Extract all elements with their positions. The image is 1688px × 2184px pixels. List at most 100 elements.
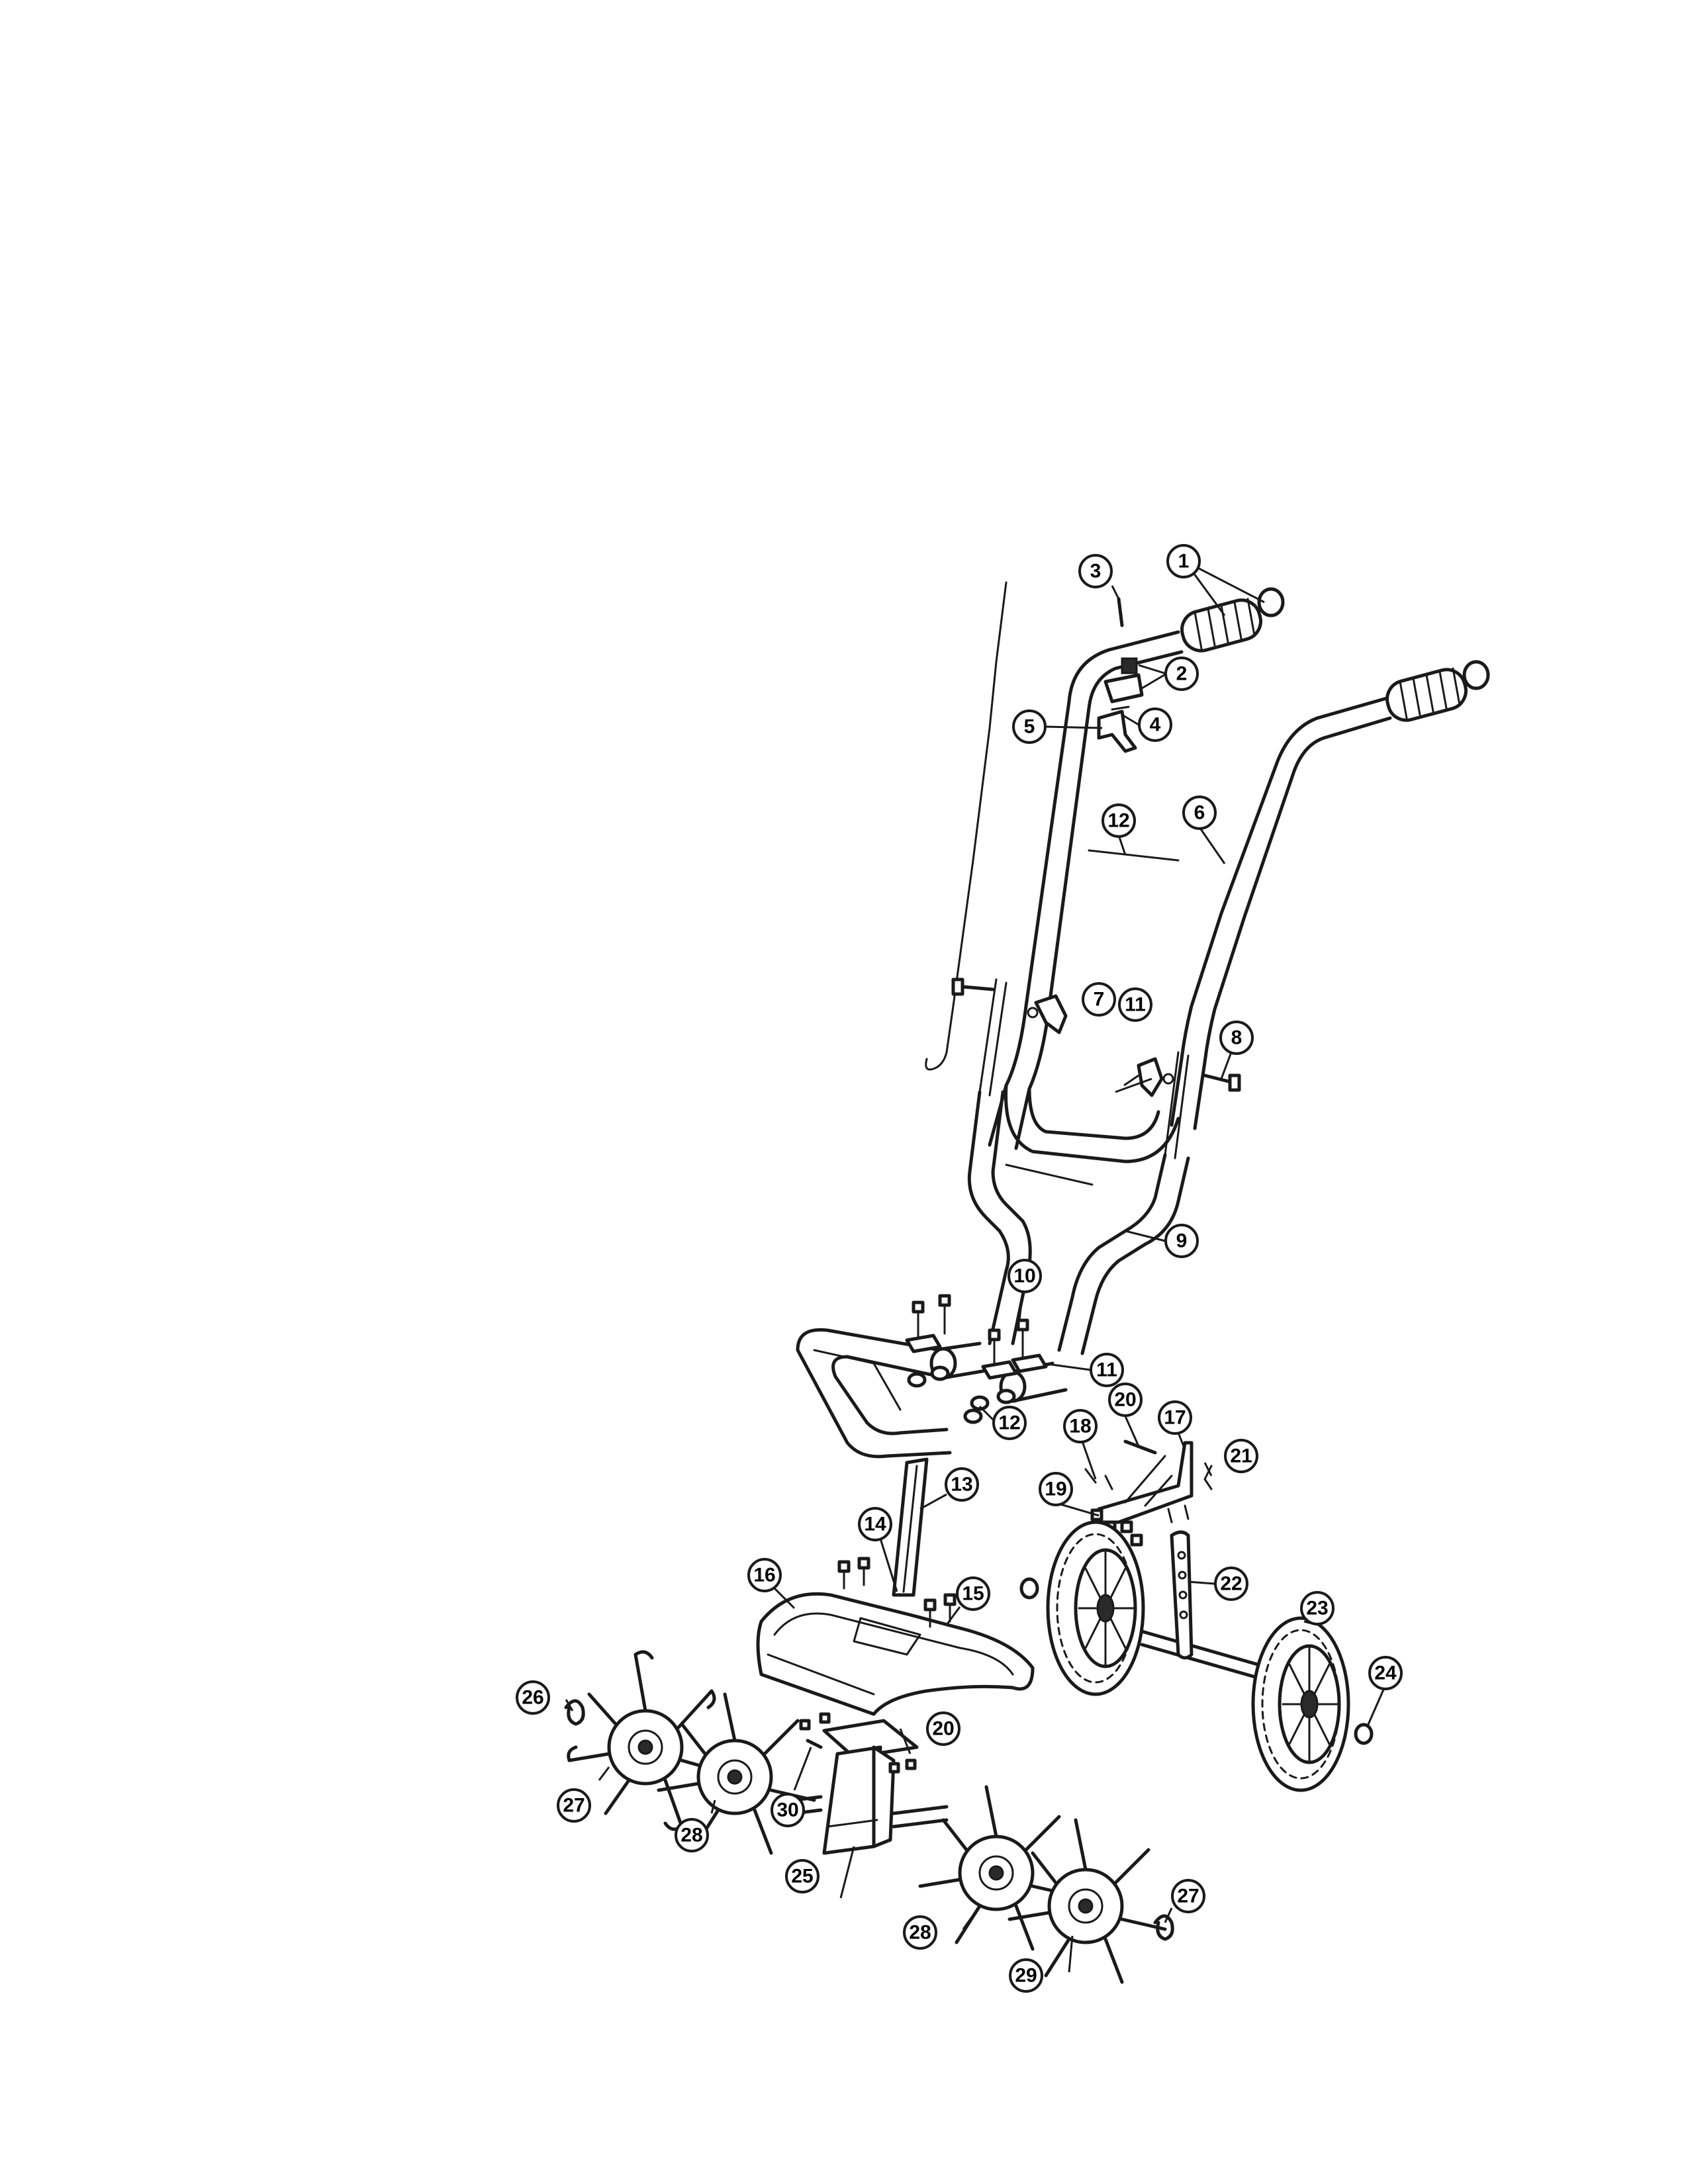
tine-outer-right <box>1008 1818 1167 1984</box>
handle-grip-right <box>1385 660 1490 722</box>
callout-14: 13 <box>945 1467 979 1502</box>
svg-text:13: 13 <box>951 1474 972 1496</box>
svg-text:8: 8 <box>1231 1027 1243 1049</box>
nuts-12 <box>907 1365 1016 1424</box>
svg-text:28: 28 <box>680 1825 702 1846</box>
handle-bracket-left <box>978 978 1008 1097</box>
washer <box>1027 1007 1039 1019</box>
depth-stake-assembly <box>892 1439 1213 1597</box>
svg-text:20: 20 <box>932 1718 954 1740</box>
callout-20-lower: 20 <box>926 1711 961 1746</box>
svg-text:24: 24 <box>1374 1662 1397 1684</box>
handle-bracket-right <box>1164 1051 1190 1160</box>
callout-29-left: 28 <box>675 1818 709 1852</box>
callout-30: 30 <box>771 1793 805 1827</box>
svg-text:29: 29 <box>1015 1965 1037 1987</box>
callout-28-right: 28 <box>903 1915 937 1950</box>
control-cable <box>925 581 1008 1071</box>
callout-22: 21 <box>1224 1439 1258 1473</box>
handle-assembly <box>925 581 1490 1186</box>
bolt-19 <box>1084 1468 1113 1490</box>
handle-grip-left <box>1180 587 1285 653</box>
svg-text:18: 18 <box>1069 1416 1091 1437</box>
washer <box>1162 1073 1174 1085</box>
svg-text:20: 20 <box>1114 1389 1136 1411</box>
wheel-bracket <box>1097 1441 1194 1524</box>
clamp <box>981 1360 1018 1380</box>
callout-9: 9 <box>1164 1224 1199 1258</box>
clamp <box>905 1334 942 1353</box>
knob-right <box>1137 1057 1164 1097</box>
bolt-right <box>1203 1073 1241 1092</box>
pin-30 <box>806 1739 823 1749</box>
knob-left <box>1034 994 1068 1034</box>
svg-text:2: 2 <box>1176 663 1188 685</box>
callouts: 1 2 3 4 5 6 12 7 11 8 9 10 11 12 13 14 1… <box>516 544 1403 1993</box>
pin-21 <box>1123 1439 1157 1455</box>
bolts-10 <box>912 1294 1029 1368</box>
svg-text:19: 19 <box>1045 1479 1066 1500</box>
callout-6: 6 <box>1182 796 1217 830</box>
axle <box>1140 1629 1260 1680</box>
callout-18: 17 <box>1158 1400 1192 1435</box>
svg-text:5: 5 <box>1024 716 1035 738</box>
svg-text:17: 17 <box>1164 1407 1186 1429</box>
svg-text:10: 10 <box>1013 1265 1035 1287</box>
callout-23: 22 <box>1214 1567 1248 1601</box>
svg-text:12: 12 <box>1107 810 1129 832</box>
throttle-control <box>1097 657 1144 753</box>
svg-text:16: 16 <box>753 1565 775 1586</box>
pin <box>1117 597 1124 627</box>
leader-lines <box>565 560 1385 1973</box>
svg-text:27: 27 <box>1177 1886 1199 1907</box>
bolts-16 <box>923 1593 957 1628</box>
svg-text:1: 1 <box>1178 551 1190 572</box>
svg-text:11: 11 <box>1096 1359 1117 1381</box>
svg-text:9: 9 <box>1176 1230 1188 1252</box>
callout-20-upper: 19 <box>1039 1472 1073 1506</box>
callout-27-right: 27 <box>1171 1879 1205 1913</box>
upper-handle-right <box>1170 696 1392 1130</box>
callout-25: 24 <box>1368 1656 1403 1690</box>
clip-right <box>1153 1914 1174 1941</box>
callout-11-lower: 11 <box>1090 1353 1124 1387</box>
svg-text:28: 28 <box>909 1922 931 1944</box>
callout-12: 12 <box>992 1406 1027 1440</box>
svg-text:25: 25 <box>791 1866 813 1888</box>
tine-inner-right <box>918 1785 1078 1951</box>
cross-rod-upper <box>1088 849 1180 862</box>
callout-5: 5 <box>1012 709 1047 744</box>
callout-17: 16 <box>747 1558 782 1592</box>
svg-text:12: 12 <box>998 1412 1020 1434</box>
svg-text:30: 30 <box>776 1799 798 1821</box>
front-bumper <box>796 1328 952 1459</box>
svg-text:7: 7 <box>1094 989 1105 1011</box>
callout-24: 23 <box>1300 1591 1335 1625</box>
callout-29-right: 29 <box>1009 1958 1043 1993</box>
clamp <box>1011 1353 1048 1373</box>
callout-28-left: 27 <box>557 1788 591 1823</box>
callout-4: 4 <box>1138 707 1172 742</box>
tine-outer-left <box>567 1650 730 1831</box>
clip-left <box>564 1699 585 1726</box>
tine-shield <box>756 1557 1035 1716</box>
callout-26: 25 <box>785 1859 820 1893</box>
callout-1: 1 <box>1166 544 1201 578</box>
callout-7: 7 <box>1082 982 1116 1017</box>
wheel-right <box>1251 1616 1374 1792</box>
svg-text:21: 21 <box>1230 1445 1252 1467</box>
wheel-left <box>1019 1520 1145 1696</box>
svg-text:15: 15 <box>962 1583 984 1605</box>
svg-text:6: 6 <box>1194 802 1205 824</box>
callout-2: 2 <box>1164 657 1199 691</box>
svg-text:22: 22 <box>1220 1573 1242 1595</box>
svg-text:14: 14 <box>864 1514 886 1535</box>
axle-bracket-23 <box>1170 1530 1194 1660</box>
callout-15: 14 <box>858 1507 892 1541</box>
callout-21: 20 <box>1108 1383 1143 1417</box>
svg-text:26: 26 <box>522 1687 543 1709</box>
bolts-15 <box>837 1557 870 1590</box>
callout-11-upper: 11 <box>1118 987 1152 1022</box>
transmission <box>792 1712 949 1855</box>
